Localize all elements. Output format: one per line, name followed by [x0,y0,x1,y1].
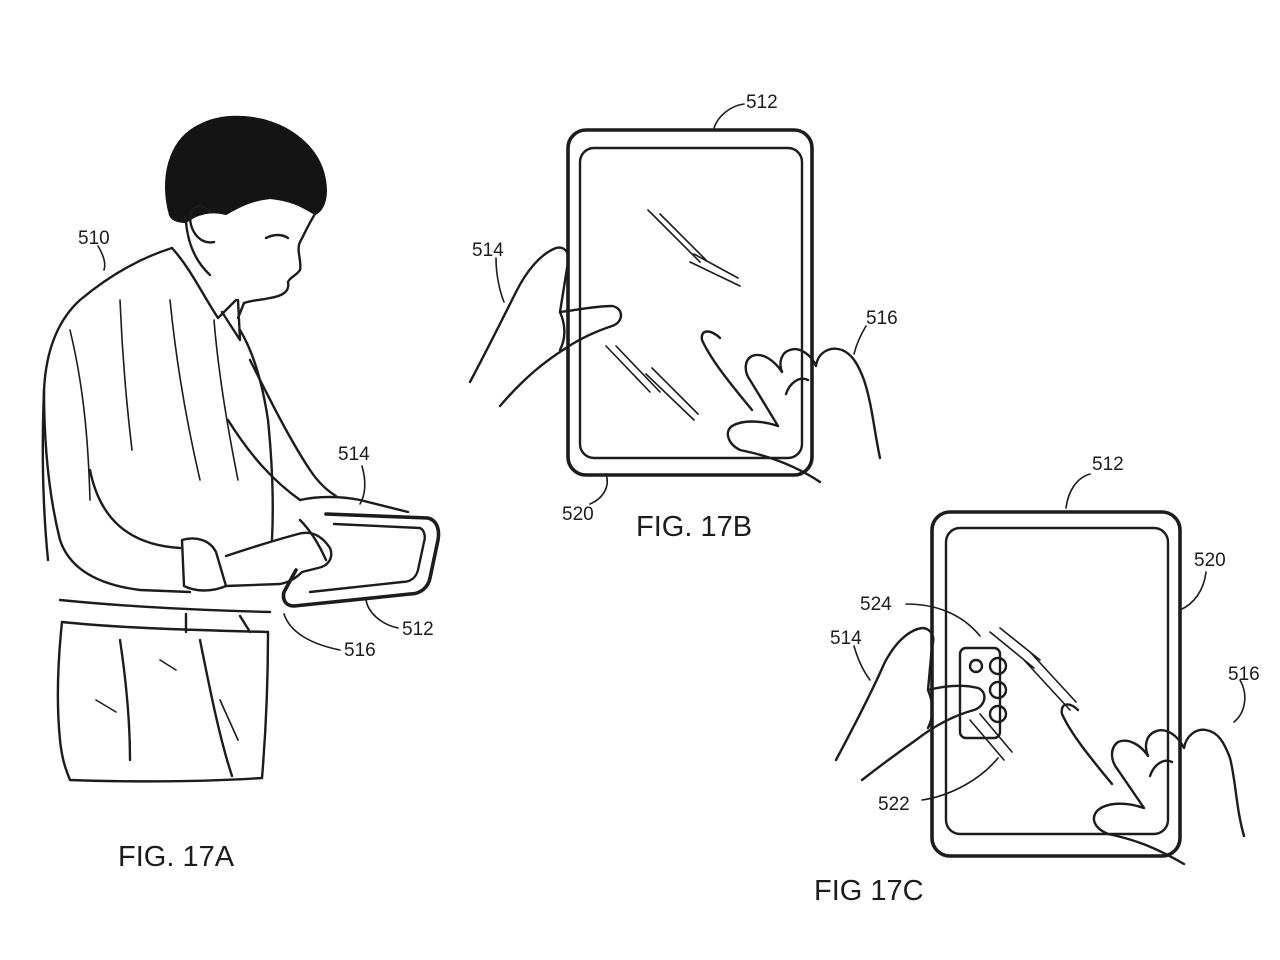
tablet-device-17a [281,512,441,608]
leader-514-17c [853,645,871,681]
leader-514-17a [359,465,366,505]
tablet-screen-17c [944,526,1170,836]
leader-520-17b [589,473,608,505]
panel-button-3 [988,704,1008,724]
ref-512-17b: 512 [746,92,778,113]
right-hand-516-17b [726,347,882,484]
person-face [242,212,317,305]
person-hand-514 [298,495,410,514]
person-left-arm [42,388,192,594]
figure-17b: 512 514 516 520 FIG. 17B [468,92,898,543]
swipe-marks-upper [647,209,741,287]
ref-514-17c: 514 [830,628,862,649]
person-belt [58,598,272,634]
person-trousers [56,620,270,783]
person-collar [170,246,242,342]
tablet-screen-17b [578,146,804,460]
ref-510: 510 [78,228,110,249]
person-right-arm [226,358,338,502]
ref-520-17b: 520 [562,504,594,525]
ref-514-17b: 514 [472,240,504,261]
leader-516-17c [1233,679,1246,723]
leader-516-17a [283,613,341,651]
ref-514-17a: 514 [338,444,370,465]
leader-512-17a [365,599,399,629]
ref-522: 522 [878,794,910,815]
left-hand-514-17c [834,626,986,782]
person-ear [189,205,216,244]
figure-17c: 512 520 524 514 516 522 FIG 17C [814,454,1260,907]
caption-17b: FIG. 17B [636,511,752,543]
ref-516-17c: 516 [1228,664,1260,685]
right-hand-516-17c [1092,728,1246,866]
button-panel-524 [958,646,1002,740]
person-cuff [180,537,228,592]
ref-516-17a: 516 [344,640,376,661]
swipe-marks-lower [605,345,699,421]
person-neck [184,220,246,320]
person-shirt [41,246,274,562]
ref-512-17a: 512 [402,619,434,640]
tablet-device-17c [930,510,1182,858]
person-hand-516 [224,531,333,588]
person-hair [164,115,328,224]
leader-510 [97,245,106,271]
tablet-device-17b [566,128,814,477]
panel-button-1 [988,656,1008,676]
leader-514-17b [495,257,505,303]
figure-17a: 510 514 512 516 FIG. 17A [41,115,441,873]
panel-button-4 [968,658,984,674]
leader-516-17b [853,325,867,355]
leader-512-17b [713,103,745,129]
caption-17c: FIG 17C [814,875,924,907]
panel-button-2 [988,680,1008,700]
leader-522 [921,757,999,801]
caption-17a: FIG. 17A [118,841,235,873]
ref-524: 524 [860,594,892,615]
ref-520-17c: 520 [1194,550,1226,571]
leader-520-17c [1179,571,1207,611]
leader-512-17c [1065,473,1091,509]
person-eye [264,233,290,240]
ref-512-17c: 512 [1092,454,1124,475]
leader-524 [905,603,981,637]
swipe-marks-17c [989,627,1077,711]
left-hand-514-17b [468,246,623,408]
ref-516-17b: 516 [866,308,898,329]
